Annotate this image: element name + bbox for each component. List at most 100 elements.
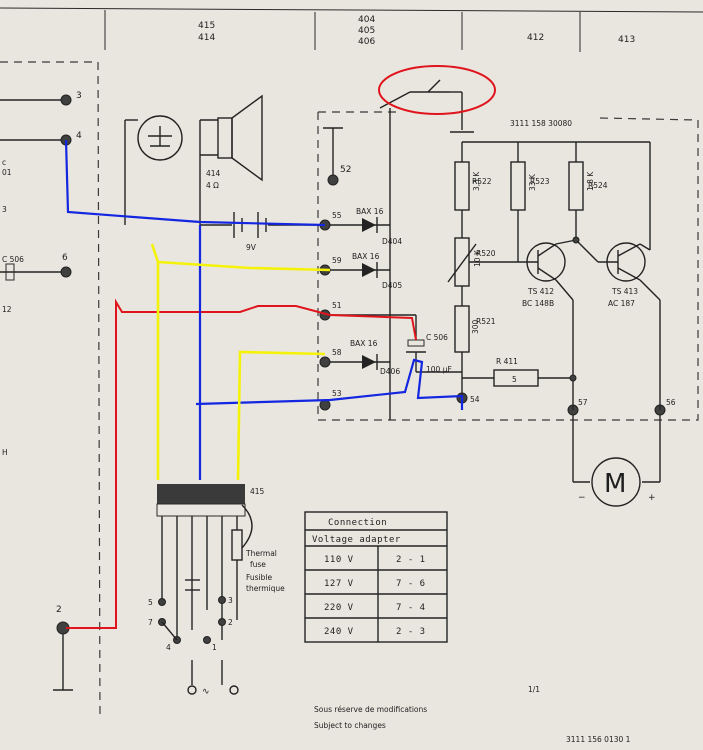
- terminal-58-top: [319, 356, 331, 368]
- fuse-label-2: fuse: [250, 560, 266, 569]
- svg-text:7: 7: [148, 618, 153, 627]
- ts413-type: AC 187: [608, 299, 635, 308]
- header-414: 414: [198, 33, 215, 43]
- resistor-header-code: 3111 158 30080: [510, 119, 572, 128]
- table-row-3-pins: 7 - 4: [396, 603, 426, 613]
- resistor-bank: 3111 158 30080 3,3 K R522 33 K R523 1,8 …: [447, 119, 651, 398]
- terminal-3: [60, 94, 72, 106]
- battery-label: 9V: [246, 243, 257, 252]
- r523-value: 33 K: [528, 173, 537, 191]
- left-12-label: 12: [2, 305, 12, 314]
- terminal-56-label: 56: [666, 398, 676, 407]
- svg-text:01: 01: [2, 168, 12, 177]
- r521-value: 300: [471, 319, 480, 334]
- r523-ref: R523: [530, 177, 550, 186]
- header-labels: 415 414 404 405 406 412 413: [198, 15, 635, 47]
- terminal-57-label: 57: [578, 398, 588, 407]
- ts412-type: BC 148B: [522, 299, 554, 308]
- motor-symbol: M: [604, 469, 626, 499]
- d404-ref: D404: [382, 237, 402, 246]
- d405-ref: D405: [382, 281, 402, 290]
- lamp-indicator: [124, 115, 183, 225]
- voltage-adapter-table: Connection Voltage adapter 110 V 2 - 1 1…: [304, 511, 448, 643]
- terminal-52-label: 52: [340, 165, 351, 175]
- header-405: 405: [358, 26, 375, 36]
- transformer-415: 415 Thermal fuse Fusible thermique: [156, 484, 285, 640]
- table-row-2-voltage: 127 V: [324, 579, 354, 589]
- transformer-ref: 415: [250, 487, 265, 496]
- r524-value: 1,8 K: [586, 171, 595, 191]
- footer-note-fr: Sous réserve de modifications: [314, 705, 427, 714]
- svg-text:3: 3: [2, 205, 7, 214]
- header-404: 404: [358, 15, 375, 25]
- transistor-ts413: TS 413 AC 187: [572, 236, 661, 410]
- terminal-54-label: 54: [470, 395, 480, 404]
- svg-text:−: −: [578, 493, 586, 503]
- r411-value: 5: [512, 375, 517, 384]
- yellow-annotation-wire: [150, 243, 331, 481]
- header-415: 415: [198, 21, 215, 31]
- resistor-r523: [510, 161, 526, 211]
- terminal-3-label: 3: [76, 91, 82, 101]
- d406-ref: D406: [380, 367, 400, 376]
- svg-text:4: 4: [166, 643, 171, 652]
- terminal-4-label: 4: [76, 131, 82, 141]
- table-row-3-voltage: 220 V: [324, 603, 354, 613]
- svg-text:∿: ∿: [202, 687, 210, 697]
- r520-ref: R520: [476, 249, 496, 258]
- d404-type: BAX 16: [356, 207, 384, 216]
- terminal-58-label: 58: [332, 348, 342, 357]
- c506-ref: C 506: [426, 333, 448, 342]
- speaker-414: 414 4 Ω: [199, 94, 263, 225]
- terminal-6: [60, 266, 72, 278]
- svg-text:3: 3: [228, 596, 233, 605]
- transistor-ts412: TS 412 BC 148B: [518, 239, 577, 410]
- terminal-55-label: 55: [332, 211, 342, 220]
- r522-value: 3,3 K: [472, 171, 481, 191]
- battery-9v: 9V: [200, 212, 325, 252]
- terminal-6-label: 6: [62, 253, 68, 263]
- svg-text:2: 2: [228, 618, 233, 627]
- header-406: 406: [358, 37, 375, 47]
- voltage-selector: 5 3 7 2 4 1 ∿: [148, 596, 239, 697]
- footer-mark: 1/1: [528, 685, 540, 694]
- ts412-ref: TS 412: [527, 287, 554, 296]
- terminal-53-label: 53: [332, 389, 342, 398]
- diode-d406: BAX 16 D406: [330, 339, 400, 376]
- footer-note-en: Subject to changes: [314, 721, 386, 730]
- footer-code: 3111 156 0130 1: [566, 735, 631, 744]
- module-terminals: 52 55 59 51 58 53 54 57 56: [319, 127, 676, 416]
- table-subtitle: Voltage adapter: [312, 535, 401, 545]
- svg-text:c: c: [2, 158, 6, 167]
- speaker-impedance: 4 Ω: [206, 181, 219, 190]
- terminal-59-label: 59: [332, 256, 342, 265]
- fuse-label-4: thermique: [246, 584, 285, 593]
- r522-ref: R522: [472, 177, 492, 186]
- footer: Sous réserve de modifications Subject to…: [314, 685, 631, 744]
- svg-text:H: H: [2, 448, 8, 457]
- resistor-r521: [454, 305, 470, 353]
- r520-value: 10 K: [473, 249, 482, 267]
- motor: M − +: [572, 415, 661, 507]
- diode-d405: BAX 16 D405: [330, 252, 402, 290]
- terminal-2-label: 2: [56, 605, 62, 615]
- red-annotation-wire: [66, 298, 417, 629]
- r524-ref: R524: [588, 181, 608, 190]
- d406-type: BAX 16: [350, 339, 378, 348]
- table-row-4-pins: 2 - 3: [396, 627, 426, 637]
- frame-lines: [0, 7, 703, 721]
- svg-text:+: +: [648, 493, 656, 503]
- fuse-label-3: Fusible: [246, 573, 272, 582]
- resistor-r522: [454, 161, 470, 211]
- ts413-ref: TS 413: [611, 287, 638, 296]
- diode-d404: BAX 16 D404: [330, 207, 402, 246]
- c506-value: 100 μF: [426, 365, 452, 374]
- fuse-label-1: Thermal: [245, 549, 277, 558]
- table-row-1-pins: 2 - 1: [396, 555, 426, 565]
- switch-highlight-circle: [378, 65, 496, 115]
- left-edge-fragments: c 01 3 C 506 12 H: [0, 99, 62, 457]
- table-row-4-voltage: 240 V: [324, 627, 354, 637]
- svg-text:1: 1: [212, 643, 217, 652]
- terminal-51-label: 51: [332, 301, 342, 310]
